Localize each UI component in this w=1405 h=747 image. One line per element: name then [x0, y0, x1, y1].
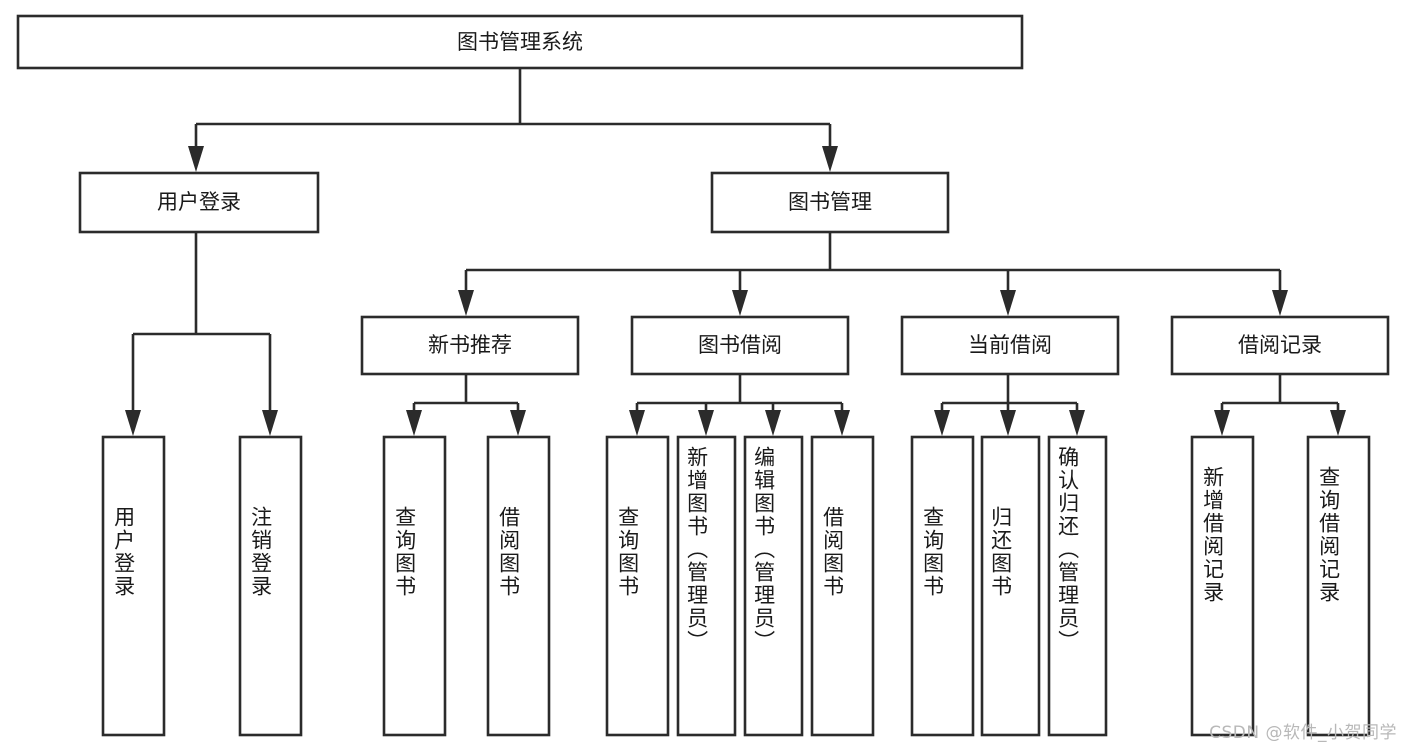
node-book-manage[interactable]: 图书管理	[710, 171, 950, 234]
leaf-rect-cb-1[interactable]	[980, 435, 1041, 737]
leaf-rect-user-login-1[interactable]	[238, 435, 303, 737]
node-current-borrow-label: 当前借阅	[968, 333, 1052, 357]
node-new-book-recommend-rect[interactable]	[360, 315, 580, 376]
watermark-text: CSDN @软件_小贺同学	[1209, 723, 1397, 743]
node-borrow-record[interactable]: 借阅记录	[1170, 315, 1390, 376]
leaf-rect-cb-2[interactable]	[1047, 435, 1108, 737]
connector-group-new-book-recommend	[406, 374, 526, 436]
leaf-rect-br-0[interactable]	[1190, 435, 1255, 737]
leaf-rect-bb-0[interactable]	[605, 435, 670, 737]
connector-group-root	[188, 68, 838, 172]
arrow-head-borrow-record	[1272, 290, 1288, 316]
arrow-head-leaf-user-login-0	[125, 410, 141, 436]
node-borrow-record-label: 借阅记录	[1238, 333, 1322, 357]
node-book-borrow[interactable]: 图书借阅	[630, 315, 850, 376]
arrow-head-leaf-nbr-1	[510, 410, 526, 436]
connector-group-book-borrow	[629, 374, 850, 436]
leaf-rect-bb-3[interactable]	[810, 435, 875, 737]
arrow-head-leaf-nbr-0	[406, 410, 422, 436]
node-book-manage-rect[interactable]	[710, 171, 950, 234]
node-book-borrow-rect[interactable]	[630, 315, 850, 376]
node-root-label: 图书管理系统	[457, 30, 583, 54]
arrow-head-leaf-bb-0	[629, 410, 645, 436]
node-root[interactable]: 图书管理系统	[16, 14, 1024, 70]
arrow-head-book-manage	[822, 146, 838, 172]
arrow-head-leaf-bb-2	[765, 410, 781, 436]
connector-group-book-manage	[458, 232, 1288, 316]
leaf-rect-user-login-0[interactable]	[101, 435, 166, 737]
arrow-head-book-borrow	[732, 290, 748, 316]
connector-group-current-borrow	[934, 374, 1085, 436]
arrow-head-leaf-br-0	[1214, 410, 1230, 436]
node-book-manage-label: 图书管理	[788, 190, 872, 214]
arrow-head-leaf-cb-1	[1000, 410, 1016, 436]
leaf-rect-nbr-0[interactable]	[382, 435, 447, 737]
node-current-borrow[interactable]: 当前借阅	[900, 315, 1120, 376]
connector-group-borrow-record	[1214, 374, 1346, 436]
leaf-rect-bb-2[interactable]	[743, 435, 804, 737]
arrow-head-user-login	[188, 146, 204, 172]
arrow-head-leaf-br-1	[1330, 410, 1346, 436]
connector-group-user-login	[125, 232, 278, 436]
node-user-login[interactable]: 用户登录	[78, 171, 320, 234]
node-current-borrow-rect[interactable]	[900, 315, 1120, 376]
arrow-head-leaf-bb-3	[834, 410, 850, 436]
arrow-head-leaf-user-login-1	[262, 410, 278, 436]
node-new-book-recommend-label: 新书推荐	[428, 333, 512, 357]
node-user-login-rect[interactable]	[78, 171, 320, 234]
arrow-head-leaf-cb-0	[934, 410, 950, 436]
node-user-login-label: 用户登录	[157, 190, 241, 214]
arrow-head-new-book-recommend	[458, 290, 474, 316]
leaf-rect-nbr-1[interactable]	[486, 435, 551, 737]
arrow-head-leaf-bb-1	[698, 410, 714, 436]
node-new-book-recommend[interactable]: 新书推荐	[360, 315, 580, 376]
node-book-borrow-label: 图书借阅	[698, 333, 782, 357]
node-borrow-record-rect[interactable]	[1170, 315, 1390, 376]
node-root-rect[interactable]	[16, 14, 1024, 70]
leaf-rect-bb-1[interactable]	[676, 435, 737, 737]
arrow-head-current-borrow	[1000, 290, 1016, 316]
leaf-rect-cb-0[interactable]	[910, 435, 975, 737]
leaf-rect-br-1[interactable]	[1306, 435, 1371, 737]
arrow-head-leaf-cb-2	[1069, 410, 1085, 436]
